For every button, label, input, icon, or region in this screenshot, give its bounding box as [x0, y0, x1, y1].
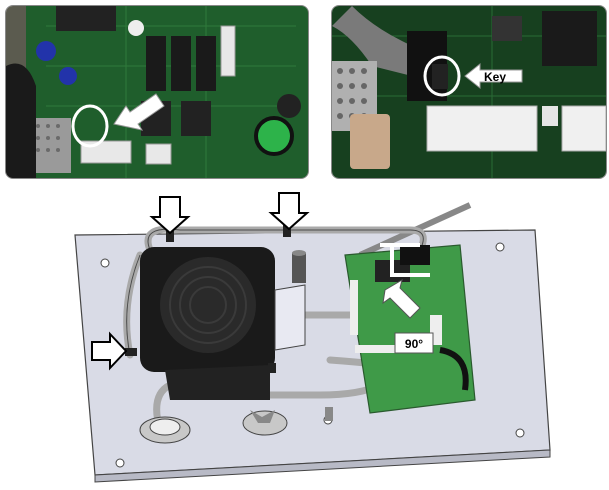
angle-label: 90° — [405, 337, 423, 351]
arrow-right-icon — [91, 331, 128, 371]
arrow-left-icon — [464, 62, 523, 90]
arrow-down-icon — [268, 192, 310, 231]
arrow-up-left-icon — [382, 278, 421, 319]
board-photo-right: Key — [332, 6, 606, 178]
photo-connector-key: Key — [331, 5, 607, 179]
arrow-down-icon — [149, 196, 191, 235]
circle-highlight-icon — [423, 55, 461, 97]
photo-board-closeup — [5, 5, 309, 179]
key-outline — [380, 243, 430, 277]
board-photo-left — [6, 6, 308, 178]
assembly-drawing: 90° — [74, 192, 551, 483]
arrow-left-icon — [113, 93, 165, 131]
circle-highlight-icon — [71, 104, 109, 148]
assembly-diagram: 90° — [0, 185, 609, 485]
key-label: Key — [484, 70, 506, 84]
